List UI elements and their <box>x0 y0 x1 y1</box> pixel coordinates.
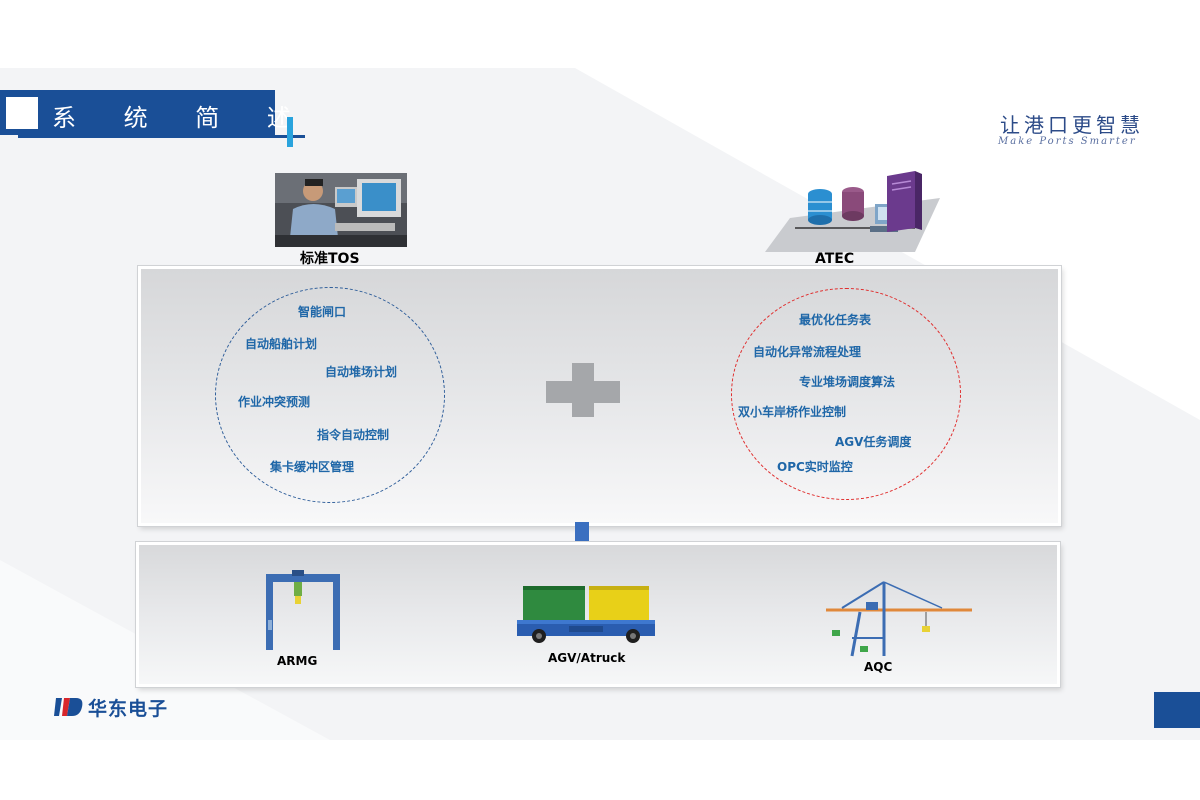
aqc-quay-crane-icon <box>826 581 972 657</box>
atec-features-circle <box>731 288 961 500</box>
corner-accent <box>1154 692 1200 728</box>
agv-vehicle-icon <box>517 586 655 643</box>
tos-feature-item: 集卡缓冲区管理 <box>270 460 355 474</box>
tos-feature-item: 智能闸口 <box>298 305 347 319</box>
slogan-english: Make Ports Smarter <box>998 136 1137 147</box>
agv-label: AGV/Atruck <box>548 651 626 665</box>
title-square-icon <box>6 97 38 129</box>
tos-feature-item: 指令自动控制 <box>317 428 390 442</box>
atec-feature-item: 专业堆场调度算法 <box>799 375 896 389</box>
aqc-label: AQC <box>864 660 893 674</box>
armg-crane-icon <box>266 570 340 650</box>
operator-computer-icon <box>275 173 407 247</box>
atec-feature-item: OPC实时监控 <box>777 460 853 474</box>
atec-feature-item: AGV任务调度 <box>835 435 912 449</box>
tos-label: 标准TOS <box>300 251 360 267</box>
company-logo-icon <box>54 698 83 716</box>
atec-label: ATEC <box>815 251 855 267</box>
armg-label: ARMG <box>277 654 318 668</box>
atec-feature-item: 最优化任务表 <box>799 313 872 327</box>
atec-feature-item: 自动化异常流程处理 <box>753 345 862 359</box>
title-underline <box>18 135 305 138</box>
plus-icon-vertical <box>572 363 594 417</box>
tos-feature-item: 自动堆场计划 <box>325 365 398 379</box>
server-database-icon <box>765 171 940 252</box>
title-banner <box>0 90 275 135</box>
tos-feature-item: 自动船舶计划 <box>245 337 318 351</box>
page-title: 系 统 简 述 <box>52 104 311 132</box>
atec-feature-item: 双小车岸桥作业控制 <box>738 405 847 419</box>
tos-feature-item: 作业冲突预测 <box>238 395 311 409</box>
tos-features-circle <box>215 287 445 503</box>
title-accent-bar <box>287 117 293 147</box>
company-logo: 华东电子 <box>54 694 168 720</box>
slogan-chinese: 让港口更智慧 <box>1000 113 1144 137</box>
company-name: 华东电子 <box>88 697 169 720</box>
